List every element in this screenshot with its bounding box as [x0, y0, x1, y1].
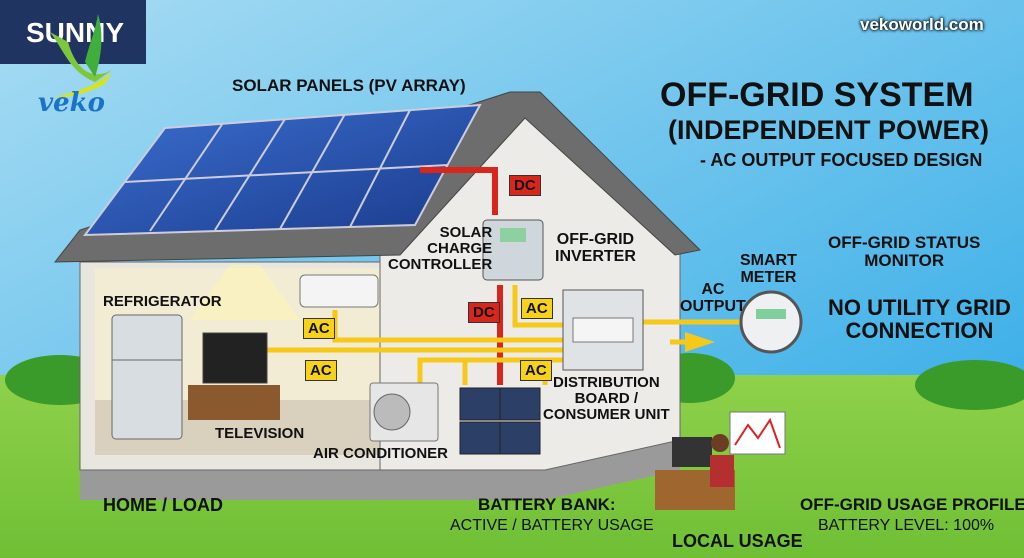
television: [202, 332, 268, 384]
dc-tag: DC: [509, 175, 541, 196]
distribution-board-label: DISTRIBUTION BOARD / CONSUMER UNIT: [543, 374, 670, 423]
ac-wire: [512, 285, 565, 328]
battery-level-label: BATTERY LEVEL: 100%: [818, 517, 995, 534]
ac-tag: AC: [303, 318, 335, 339]
brand-badge-text: SUNNY: [26, 17, 125, 48]
computer-monitor: [672, 437, 712, 467]
battery-bank: [459, 387, 541, 455]
bird-logo-icon: [50, 14, 112, 97]
ac-output-label: AC OUTPUT: [680, 281, 746, 315]
charge-controller-label: SOLAR CHARGE CONTROLLER: [388, 224, 493, 273]
arrow-icon: [685, 332, 715, 352]
smart-meter: [739, 290, 803, 354]
title-line3: - AC OUTPUT FOCUSED DESIGN: [700, 150, 983, 170]
status-monitor-label: OFF-GRID STATUS MONITOR: [828, 233, 981, 270]
smart-meter-label: SMART METER: [740, 252, 797, 286]
brand-logo: veko: [38, 88, 106, 118]
solar-panels-label: SOLAR PANELS (PV ARRAY): [232, 76, 466, 95]
battery-bank-sub: ACTIVE / BATTERY USAGE: [450, 517, 654, 534]
refrigerator-label: REFRIGERATOR: [103, 293, 222, 310]
brand-badge: [0, 0, 146, 64]
no-grid-label: NO UTILITY GRID CONNECTION: [828, 295, 1011, 344]
air-conditioner-indoor: [299, 274, 379, 308]
ac-tag: AC: [520, 360, 552, 381]
refrigerator: [111, 314, 183, 440]
ac-tag: AC: [305, 360, 337, 381]
tv-stand: [188, 385, 280, 420]
usage-chart-card: [729, 411, 786, 455]
solar-panel-array: [82, 103, 482, 237]
dc-wire: [420, 167, 498, 215]
usage-profile-label: OFF-GRID USAGE PROFILE: [800, 495, 1024, 514]
air-conditioner-label: AIR CONDITIONER: [313, 445, 448, 462]
local-usage-label: LOCAL USAGE: [672, 531, 803, 551]
title-line1: OFF-GRID SYSTEM: [660, 76, 974, 114]
inverter-label: OFF-GRID INVERTER: [555, 231, 636, 265]
dc-tag: DC: [468, 302, 500, 323]
ceiling-light: [190, 265, 300, 320]
website-link[interactable]: vekoworld.com: [860, 15, 984, 34]
television-label: TELEVISION: [215, 425, 305, 442]
ac-tag: AC: [521, 298, 553, 319]
home-load-label: HOME / LOAD: [103, 495, 223, 515]
person: [711, 434, 729, 452]
battery-bank-title: BATTERY BANK:: [478, 495, 616, 514]
ac-wire: [332, 310, 565, 343]
bush: [915, 360, 1024, 410]
charge-controller: [482, 219, 544, 281]
title-line2: (INDEPENDENT POWER): [668, 115, 990, 145]
